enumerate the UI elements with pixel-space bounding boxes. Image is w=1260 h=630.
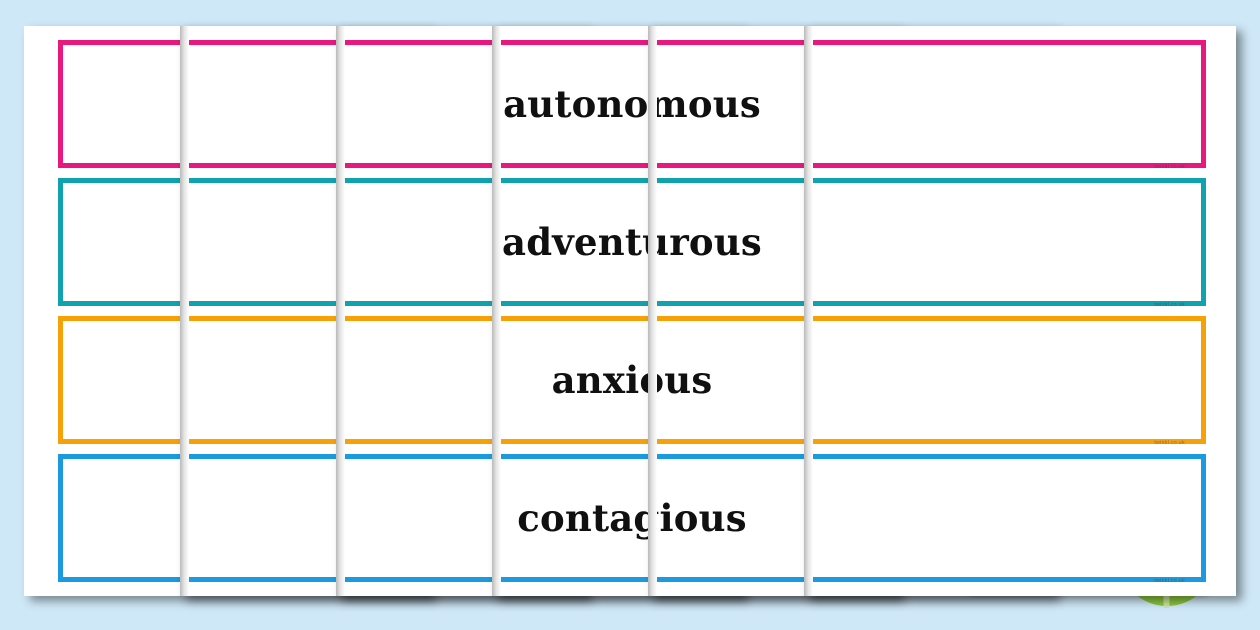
- word-card-label: adventurous: [648, 220, 762, 264]
- word-card-label: anxious: [648, 358, 713, 402]
- word-card-label: autonomous: [648, 82, 761, 126]
- card-watermark: twinkl.co.uk: [1154, 302, 1185, 308]
- word-card[interactable]: anxioustwinkl.co.uk: [804, 316, 1206, 446]
- card-watermark: twinkl.co.uk: [1154, 440, 1185, 446]
- word-card[interactable]: contagioustwinkl.co.uk: [804, 454, 1206, 584]
- word-card[interactable]: autonomoustwinkl.co.uk: [804, 40, 1206, 170]
- word-card[interactable]: adventuroustwinkl.co.uk: [804, 178, 1206, 308]
- card-watermark: twinkl.co.uk: [1154, 578, 1185, 584]
- word-card-label: contagious: [648, 496, 747, 540]
- card-watermark: twinkl.co.uk: [1154, 164, 1185, 170]
- worksheet-sheet: autonomoustwinkl.co.ukadventuroustwinkl.…: [804, 26, 1236, 596]
- sheet-content: autonomoustwinkl.co.ukadventuroustwinkl.…: [804, 26, 1236, 596]
- word-card-list: autonomoustwinkl.co.ukadventuroustwinkl.…: [804, 40, 1206, 584]
